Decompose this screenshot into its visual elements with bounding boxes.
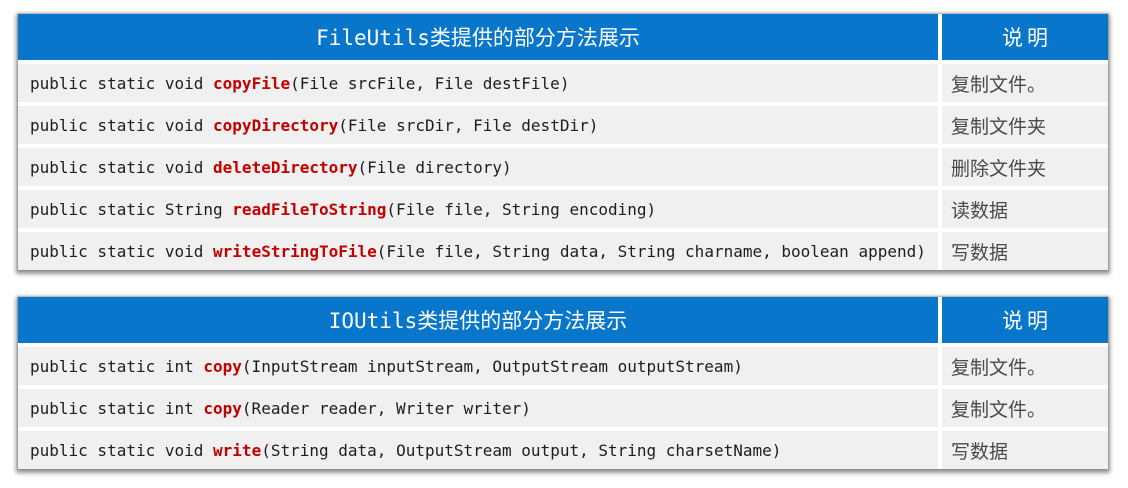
method-signature-cell: public static void copyDirectory(File sr… bbox=[18, 106, 938, 144]
method-signature-cell: public static void write(String data, Ou… bbox=[18, 431, 938, 469]
method-signature-cell: public static int copy(InputStream input… bbox=[18, 347, 938, 385]
method-description-cell: 读数据 bbox=[942, 190, 1108, 228]
method-description-cell: 复制文件。 bbox=[942, 347, 1108, 385]
desc-column-header: 说明 bbox=[942, 14, 1108, 60]
method-name: copy bbox=[203, 398, 242, 418]
code-segment-after: (File file, String data, String charname… bbox=[376, 241, 926, 261]
table-row: public static int copy(InputStream input… bbox=[18, 347, 1108, 385]
method-name: copyDirectory bbox=[213, 115, 339, 135]
method-name: write bbox=[213, 440, 262, 460]
ioutils-table-title: IOUtils类提供的部分方法展示 bbox=[18, 297, 938, 343]
code-segment-after: (File srcDir, File destDir) bbox=[338, 115, 599, 135]
method-name: readFileToString bbox=[232, 199, 387, 219]
fileutils-table-title: FileUtils类提供的部分方法展示 bbox=[18, 14, 938, 60]
code-segment-before: public static void bbox=[30, 115, 214, 135]
method-description-cell: 复制文件。 bbox=[942, 389, 1108, 427]
table-row: public static String readFileToString(Fi… bbox=[18, 190, 1108, 228]
code-segment-after: (File srcFile, File destFile) bbox=[290, 73, 570, 93]
method-name: copy bbox=[203, 356, 242, 376]
code-segment-before: public static void bbox=[30, 440, 214, 460]
code-segment-after: (String data, OutputStream output, Strin… bbox=[261, 440, 782, 460]
fileutils-table-card: FileUtils类提供的部分方法展示 说明 public static voi… bbox=[18, 14, 1108, 270]
method-description-cell: 复制文件夹 bbox=[942, 106, 1108, 144]
code-segment-before: public static void bbox=[30, 241, 214, 261]
code-segment-before: public static void bbox=[30, 73, 214, 93]
code-segment-before: public static void bbox=[30, 157, 214, 177]
desc-column-header: 说明 bbox=[942, 297, 1108, 343]
code-segment-before: public static int bbox=[30, 398, 204, 418]
code-segment-after: (Reader reader, Writer writer) bbox=[241, 398, 531, 418]
table-row: public static void copyFile(File srcFile… bbox=[18, 64, 1108, 102]
code-segment-after: (File file, String encoding) bbox=[386, 199, 657, 219]
method-name: deleteDirectory bbox=[213, 157, 358, 177]
method-name: writeStringToFile bbox=[213, 241, 377, 261]
table-row: public static void writeStringToFile(Fil… bbox=[18, 232, 1108, 270]
ioutils-table-header-row: IOUtils类提供的部分方法展示 说明 bbox=[18, 297, 1108, 343]
code-segment-before: public static String bbox=[30, 199, 233, 219]
method-signature-cell: public static int copy(Reader reader, Wr… bbox=[18, 389, 938, 427]
fileutils-table-header-row: FileUtils类提供的部分方法展示 说明 bbox=[18, 14, 1108, 60]
method-description-cell: 删除文件夹 bbox=[942, 148, 1108, 186]
table-row: public static void write(String data, Ou… bbox=[18, 431, 1108, 469]
method-description-cell: 写数据 bbox=[942, 232, 1108, 270]
method-signature-cell: public static String readFileToString(Fi… bbox=[18, 190, 938, 228]
code-segment-before: public static int bbox=[30, 356, 204, 376]
code-segment-after: (InputStream inputStream, OutputStream o… bbox=[241, 356, 743, 376]
table-row: public static int copy(Reader reader, Wr… bbox=[18, 389, 1108, 427]
table-row: public static void copyDirectory(File sr… bbox=[18, 106, 1108, 144]
method-signature-cell: public static void copyFile(File srcFile… bbox=[18, 64, 938, 102]
method-name: copyFile bbox=[213, 73, 291, 93]
method-signature-cell: public static void writeStringToFile(Fil… bbox=[18, 232, 938, 270]
table-row: public static void deleteDirectory(File … bbox=[18, 148, 1108, 186]
code-segment-after: (File directory) bbox=[357, 157, 512, 177]
method-signature-cell: public static void deleteDirectory(File … bbox=[18, 148, 938, 186]
method-description-cell: 写数据 bbox=[942, 431, 1108, 469]
ioutils-table-card: IOUtils类提供的部分方法展示 说明 public static int c… bbox=[18, 297, 1108, 469]
method-description-cell: 复制文件。 bbox=[942, 64, 1108, 102]
